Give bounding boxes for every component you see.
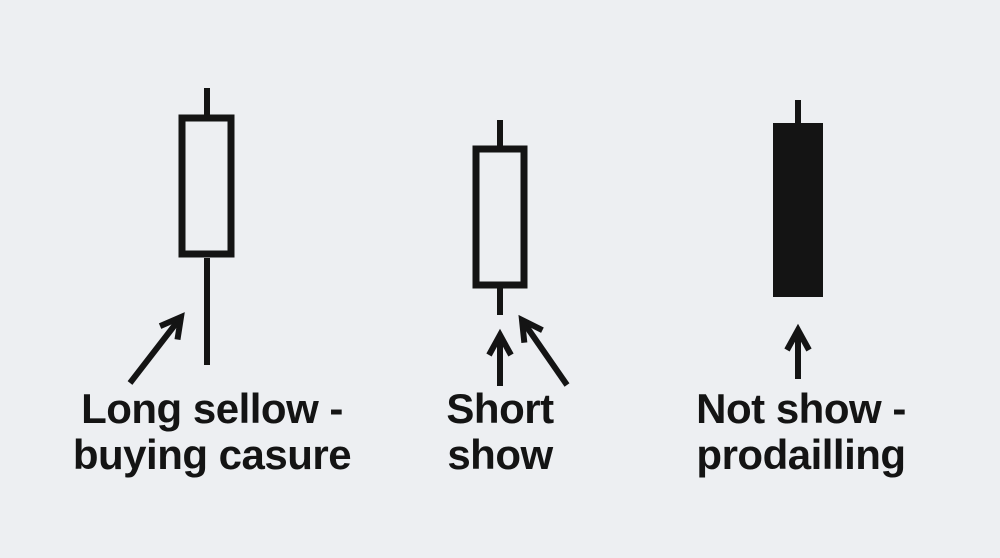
label-no-lower-shadow: Not show - prodailling <box>696 386 906 478</box>
candle-body-hollow <box>472 145 528 289</box>
label-line: buying casure <box>72 431 352 478</box>
label-line: show <box>447 431 553 478</box>
candle-body-hollow <box>178 114 235 258</box>
diagonal-up-right-arrow-icon <box>127 312 185 385</box>
label-line: Long sellow - <box>81 385 343 432</box>
candle-no-lower-shadow <box>773 100 823 379</box>
candle-long-lower-shadow <box>127 88 235 385</box>
label-short-shadows: Short show <box>446 385 554 478</box>
label-line: Not show - <box>696 385 906 432</box>
diagonal-up-left-arrow-icon <box>518 314 570 387</box>
candle-short-shadows <box>472 120 570 387</box>
label-line: Short <box>446 385 554 432</box>
candle-body-solid <box>773 123 823 297</box>
label-long-lower-shadow: Long sellow - buying casure <box>72 385 352 478</box>
label-line: prodailling <box>696 431 906 478</box>
